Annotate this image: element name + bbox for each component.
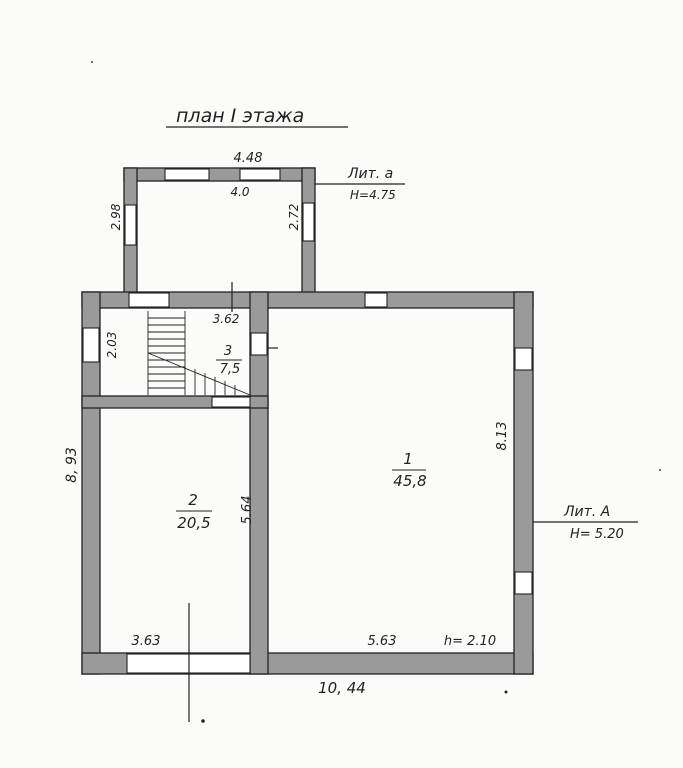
annex-windows bbox=[124, 168, 315, 246]
annex-dim-top: 4.48 bbox=[234, 151, 263, 166]
main-walls bbox=[81, 291, 534, 675]
room-2-number: 2 bbox=[188, 491, 198, 509]
stair-height-dim: 2.03 bbox=[105, 332, 119, 359]
room-2-label: 2 20,5 bbox=[176, 491, 212, 532]
dot-mark-4 bbox=[659, 469, 661, 471]
main-lit-label: Лит. А bbox=[563, 504, 610, 520]
room1-h-dim: h= 2.10 bbox=[444, 634, 496, 649]
main-height-label: H= 5.20 bbox=[570, 527, 624, 542]
room2-height-dim: 5.64 bbox=[240, 496, 255, 525]
plan-title: план I этажа bbox=[176, 105, 304, 127]
room-2-area: 20,5 bbox=[177, 514, 210, 532]
annex-lit-label: Лит. а bbox=[347, 166, 393, 182]
room-1-number: 1 bbox=[403, 450, 413, 468]
dot-mark-2 bbox=[504, 690, 508, 694]
room-3-label: 3 7,5 bbox=[216, 344, 242, 377]
room2-width-dim: 3.63 bbox=[132, 634, 161, 649]
dot-mark bbox=[201, 719, 205, 723]
room-3-number: 3 bbox=[224, 344, 232, 359]
room1-height-dim: 8.13 bbox=[495, 422, 510, 451]
room1-width-dim: 5.63 bbox=[368, 634, 397, 649]
room-1-area: 45,8 bbox=[393, 472, 426, 490]
annex-dim-right: 2.72 bbox=[287, 204, 301, 231]
room-1-label: 1 45,8 bbox=[392, 450, 427, 490]
stair-width-dim: 3.62 bbox=[213, 312, 240, 326]
annex-walls bbox=[123, 167, 316, 297]
main-windows bbox=[82, 292, 533, 674]
main-dim-bottom: 10, 44 bbox=[318, 679, 366, 697]
main-dim-left: 8, 93 bbox=[64, 447, 80, 483]
annex-dim-left: 2.98 bbox=[109, 203, 123, 230]
staircase bbox=[147, 311, 251, 396]
annex-dim-inner-top: 4.0 bbox=[230, 185, 249, 199]
room-3-area: 7,5 bbox=[220, 362, 241, 377]
annex-height-label: H=4.75 bbox=[350, 188, 396, 202]
dot-mark-3 bbox=[91, 61, 93, 63]
